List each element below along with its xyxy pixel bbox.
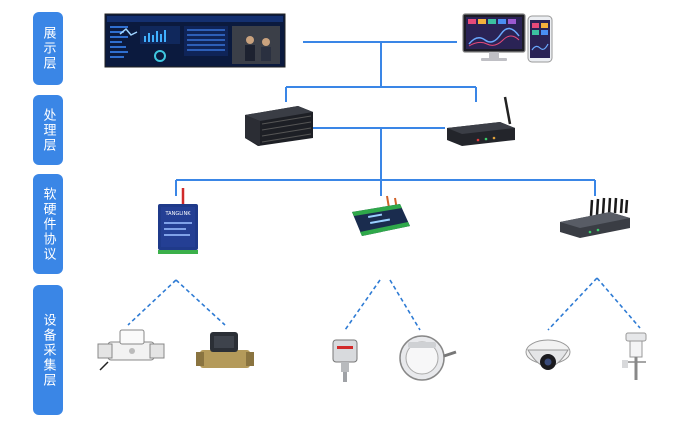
layer-label-protocol-text: 软硬件协议 [40, 186, 56, 262]
flow-meter [97, 329, 165, 371]
dome-camera [525, 339, 571, 370]
desktop-and-phone [462, 13, 553, 63]
sensor-dashed-links [127, 277, 641, 331]
router-with-antenna [447, 96, 515, 146]
layer-label-device: 设备采集层 [33, 285, 63, 415]
connector-lines [175, 41, 596, 196]
layer-label-processing-text: 处理层 [40, 107, 56, 153]
layer-label-display: 展示层 [33, 12, 63, 85]
weather-station [622, 332, 647, 380]
layer-label-device-text: 设备采集层 [40, 312, 56, 388]
dashed-link-probe [344, 279, 381, 331]
layer-label-display-text: 展示层 [40, 26, 56, 71]
rack-server [245, 106, 313, 146]
dashed-link-valve [175, 279, 226, 326]
dashed-link-gauge [389, 279, 421, 331]
layer-label-processing: 处理层 [33, 95, 63, 165]
multi-antenna-gateway [560, 197, 630, 238]
io-controller-module [352, 195, 410, 236]
layer-label-protocol: 软硬件协议 [33, 174, 63, 274]
pressure-gauge [399, 335, 457, 381]
dashed-link-flow-meter [127, 279, 177, 326]
temperature-probe [332, 339, 358, 382]
4g-gateway: TANGLINK [158, 188, 198, 254]
dashboard-wall-screen [104, 13, 286, 68]
dashed-link-weather [596, 277, 641, 329]
gateway-brand-text: TANGLINK [165, 211, 192, 217]
dashed-link-camera [547, 277, 598, 331]
solenoid-valve [196, 332, 254, 368]
